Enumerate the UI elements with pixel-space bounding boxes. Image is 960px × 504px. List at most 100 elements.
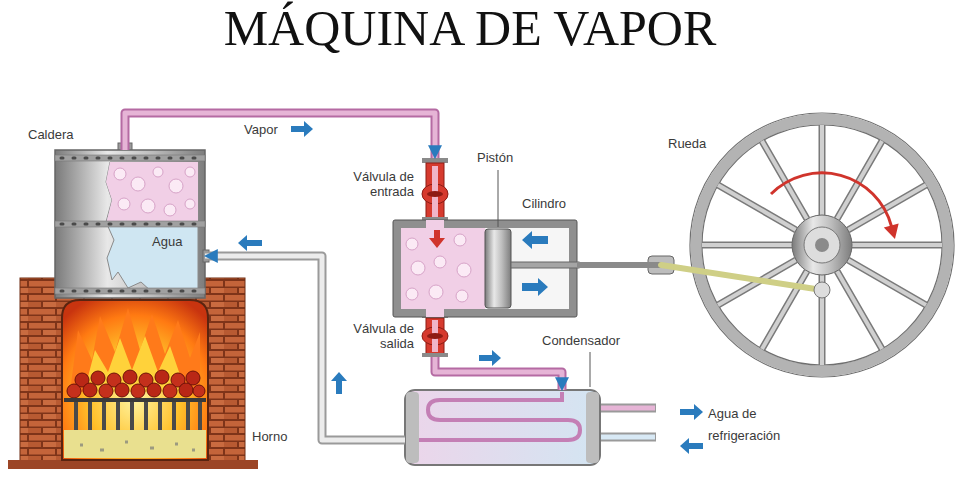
steam-bubble (185, 167, 195, 177)
motion-arrow (522, 231, 548, 249)
condenser: Condensador (405, 390, 600, 465)
part-name: Rueda (668, 136, 706, 151)
rotation-arrow (771, 173, 892, 226)
pipe-bore (125, 113, 435, 158)
rivets (61, 158, 195, 291)
coal (155, 370, 169, 384)
pipe-wall (125, 113, 435, 158)
boiler-cutaway-steam (106, 162, 198, 224)
wheel-rim-edge (702, 125, 942, 365)
coal (123, 370, 137, 384)
coal (91, 371, 105, 385)
connecting-rod (577, 265, 830, 298)
ash (80, 442, 195, 450)
flow-arrow (291, 121, 313, 137)
cooling-pipe-out (600, 406, 655, 411)
condenser-coil (419, 392, 580, 440)
coal (115, 383, 129, 397)
content-label: Agua (152, 234, 182, 249)
coal (67, 384, 81, 398)
part-name: Cilindro (522, 196, 566, 211)
valve-disc (427, 333, 443, 339)
boiler-shell (55, 150, 205, 298)
steam-bubble (185, 199, 195, 209)
part-name: Caldera (28, 127, 74, 142)
steam-bubble (114, 168, 126, 180)
cylinder-steam (401, 228, 485, 309)
flow-arrow (479, 350, 501, 366)
steam-bubble (169, 179, 183, 193)
steam-flow-arrow (429, 230, 445, 248)
coal (193, 385, 205, 397)
cooling-pipe-in (600, 435, 655, 440)
axle (815, 238, 829, 252)
part-name: Horno (252, 429, 287, 444)
flow-arrow (680, 438, 703, 454)
pipe (125, 113, 435, 158)
part-name: Válvula de salida (344, 321, 414, 351)
wheel-rim-edge (690, 113, 954, 377)
piston (485, 229, 511, 308)
coal (131, 384, 145, 398)
steam-port (426, 220, 444, 229)
steam-port (426, 308, 444, 317)
coal (99, 384, 113, 398)
wheel-rim (696, 119, 948, 371)
pipe-wall (205, 256, 405, 440)
connecting-rod (661, 265, 822, 290)
flow-arrow (331, 372, 347, 394)
pipe-bore (435, 357, 562, 390)
flow-arrow (238, 235, 262, 251)
boiler: CalderaAgua (55, 150, 205, 298)
wheel-hub (792, 215, 852, 275)
inlet-valve: Válvula de entrada (422, 158, 448, 221)
outlet-valve: Válvula de salida (422, 314, 448, 357)
steam-bubble (406, 238, 418, 250)
pipe-wall (435, 357, 562, 390)
steam-bubble (454, 234, 466, 246)
pipe (435, 357, 562, 390)
furnace: Horno (20, 278, 245, 463)
steam-bubble (429, 285, 443, 299)
wheel-hub (804, 227, 840, 263)
flow-arrow (680, 404, 703, 420)
coal (147, 383, 161, 397)
flow-label: Vapor (244, 122, 278, 137)
steam-bubble (118, 198, 130, 210)
part-name: Pistón (477, 150, 513, 165)
part-name: Válvula de entrada (344, 169, 414, 199)
valve-flange (422, 158, 448, 163)
fire-chamber (62, 300, 208, 460)
condenser-cap (406, 392, 419, 463)
crank-pin (814, 282, 830, 298)
steam-bubble (131, 177, 145, 191)
motion-arrow (522, 278, 548, 296)
wheel-spokes (702, 125, 942, 365)
pipe-bore (205, 256, 405, 440)
pipe (205, 256, 405, 440)
steam-bubble (153, 167, 163, 177)
valve-flange (422, 353, 448, 357)
steam-bubble (411, 261, 425, 275)
leader-line (590, 352, 591, 387)
part-name: Condensador (542, 333, 620, 348)
brick-furnace (20, 278, 245, 463)
steam-bubble (406, 288, 418, 300)
steam-bubble (141, 199, 155, 213)
coal (83, 383, 97, 397)
coal (163, 384, 177, 398)
steam-bubble (456, 290, 468, 302)
flow-label: Agua de refrigeración (708, 403, 803, 447)
cooling-pipe (600, 408, 656, 437)
rotation-arrowhead (886, 225, 898, 237)
diagram-title: MÁQUINA DE VAPOR (0, 0, 940, 56)
coal (179, 383, 193, 397)
piston-rod (511, 262, 579, 268)
grate-bars (76, 402, 200, 430)
valve-disc (427, 191, 443, 197)
condenser-cap (586, 392, 599, 463)
wheel-spokes (702, 125, 942, 365)
